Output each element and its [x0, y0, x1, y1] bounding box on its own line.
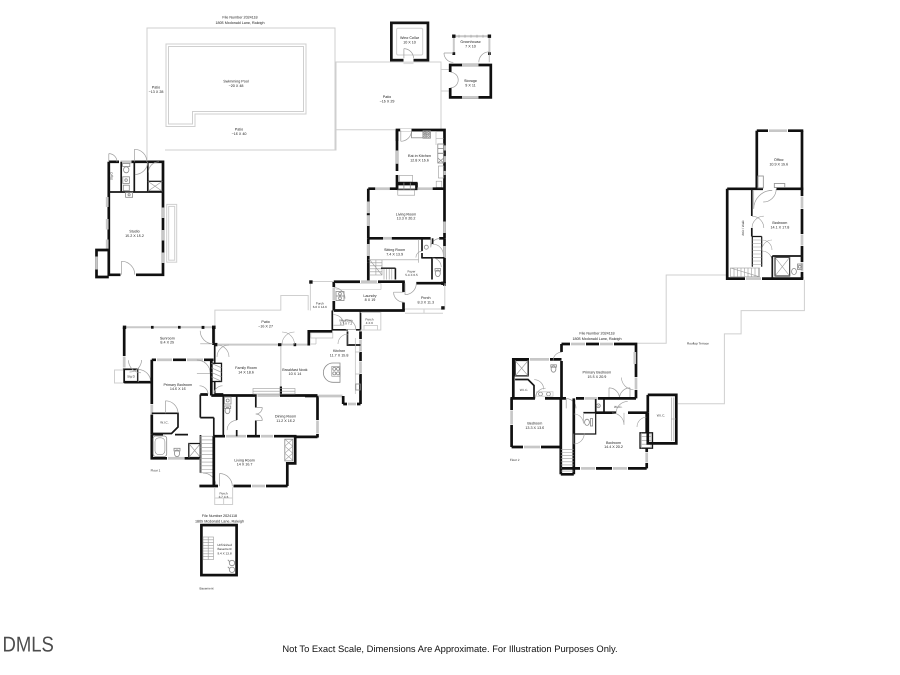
- svg-text:Dining Room: Dining Room: [275, 415, 296, 419]
- svg-text:Wine Cellar: Wine Cellar: [400, 36, 420, 40]
- svg-text:Breakfast Nook: Breakfast Nook: [282, 368, 307, 372]
- svg-text:6.6 X 14.6: 6.6 X 14.6: [313, 305, 327, 309]
- svg-text:Stg D: Stg D: [127, 375, 136, 379]
- svg-text:14.1 X 17.8: 14.1 X 17.8: [770, 225, 789, 229]
- svg-text:14.6 X 16: 14.6 X 16: [170, 387, 186, 391]
- svg-text:14.4 X 20.2: 14.4 X 20.2: [604, 445, 623, 449]
- svg-text:1805 Mcdonald Lane, Raleigh: 1805 Mcdonald Lane, Raleigh: [573, 337, 622, 341]
- svg-text:Bedroom: Bedroom: [772, 221, 787, 225]
- svg-text:Bedroom: Bedroom: [606, 441, 621, 445]
- svg-text:Sunroom: Sunroom: [160, 336, 175, 340]
- svg-text:Bedroom: Bedroom: [527, 422, 542, 426]
- svg-text:Basement: Basement: [218, 547, 232, 551]
- svg-text:Primary Bedroom: Primary Bedroom: [583, 371, 612, 375]
- svg-text:5.7 X 7.2: 5.7 X 7.2: [340, 322, 353, 326]
- svg-text:Floor 1: Floor 1: [151, 469, 161, 473]
- svg-text:Patio: Patio: [261, 320, 269, 324]
- svg-text:Foyer: Foyer: [408, 270, 416, 274]
- svg-text:15.5 X 20.9: 15.5 X 20.9: [587, 375, 606, 379]
- svg-text:12.8 X 15.6: 12.8 X 15.6: [410, 158, 429, 162]
- svg-text:11.7 X 15.8: 11.7 X 15.8: [330, 354, 349, 358]
- svg-text:Primary Bedroom: Primary Bedroom: [163, 383, 192, 387]
- svg-text:Patio: Patio: [235, 128, 243, 132]
- svg-text:14 X 16.7: 14 X 16.7: [237, 463, 253, 467]
- svg-text:5.4 X 6.5: 5.4 X 6.5: [405, 273, 418, 277]
- svg-text:Greenhouse: Greenhouse: [460, 40, 480, 44]
- svg-text:~16 X 40: ~16 X 40: [232, 132, 247, 136]
- svg-text:Unfinished: Unfinished: [217, 543, 232, 547]
- svg-text:10 X 10: 10 X 10: [403, 40, 416, 44]
- svg-text:Stg O: Stg O: [110, 171, 114, 180]
- svg-text:~16 X 27: ~16 X 27: [258, 325, 273, 329]
- svg-text:Porch: Porch: [421, 296, 431, 300]
- svg-text:13.3 X 20.2: 13.3 X 20.2: [397, 217, 416, 221]
- svg-text:7 X 10: 7 X 10: [465, 45, 476, 49]
- svg-text:File Number 2024118: File Number 2024118: [222, 15, 257, 19]
- svg-text:10 X 14: 10 X 14: [289, 372, 302, 376]
- svg-text:Porch: Porch: [316, 302, 324, 306]
- svg-text:W.I.C.: W.I.C.: [614, 405, 623, 409]
- svg-text:W.I.C.: W.I.C.: [520, 388, 529, 392]
- svg-text:Attic / Walk: Attic / Walk: [741, 220, 745, 236]
- svg-text:4 X 6: 4 X 6: [366, 321, 374, 325]
- svg-text:File Number 2024118: File Number 2024118: [579, 332, 614, 336]
- svg-text:Swimming Pool: Swimming Pool: [223, 80, 249, 84]
- svg-text:7.4 X 13.9: 7.4 X 13.9: [386, 253, 403, 257]
- svg-text:8.3 X 11.3: 8.3 X 11.3: [418, 300, 435, 304]
- svg-text:Patio: Patio: [383, 95, 391, 99]
- svg-text:Not To Exact Scale, Dimensions: Not To Exact Scale, Dimensions Are Appro…: [282, 643, 617, 654]
- svg-text:DMLS: DMLS: [3, 632, 54, 656]
- svg-text:Patio: Patio: [152, 86, 160, 90]
- svg-text:1805 Mcdonald Lane, Raleigh: 1805 Mcdonald Lane, Raleigh: [195, 520, 244, 524]
- svg-text:W.I.C.: W.I.C.: [160, 421, 169, 425]
- svg-text:Basement: Basement: [200, 587, 214, 591]
- svg-text:Storage: Storage: [464, 79, 477, 83]
- svg-text:14 X 18.6: 14 X 18.6: [238, 371, 254, 375]
- svg-text:Sitting Room: Sitting Room: [384, 248, 405, 252]
- svg-text:8.4 X 25: 8.4 X 25: [160, 341, 174, 345]
- svg-text:8 X 19: 8 X 19: [365, 298, 376, 302]
- svg-text:Laundry: Laundry: [363, 294, 376, 298]
- svg-text:13.3 X 13.6: 13.3 X 13.6: [525, 426, 544, 430]
- svg-text:11.2 X 16.2: 11.2 X 16.2: [276, 419, 295, 423]
- svg-text:Living Room: Living Room: [396, 212, 417, 216]
- svg-text:~20 X 48: ~20 X 48: [229, 84, 244, 88]
- svg-text:Rooftop Terrace: Rooftop Terrace: [687, 342, 709, 346]
- svg-text:Porch: Porch: [219, 491, 227, 495]
- svg-text:9 X 11: 9 X 11: [465, 83, 475, 87]
- svg-text:File Number 2024118: File Number 2024118: [202, 514, 237, 518]
- svg-text:~13 X 28: ~13 X 28: [149, 90, 164, 94]
- svg-text:9.4 X 13.8: 9.4 X 13.8: [217, 551, 231, 555]
- svg-text:10.9 X 15.6: 10.9 X 15.6: [769, 163, 788, 167]
- svg-text:Family Room: Family Room: [235, 366, 257, 370]
- svg-text:Porch: Porch: [365, 318, 373, 322]
- svg-text:15.2 X 15.2: 15.2 X 15.2: [125, 234, 144, 238]
- svg-text:Living Room: Living Room: [234, 458, 255, 462]
- svg-text:Office: Office: [774, 158, 784, 162]
- svg-text:W.I.C.: W.I.C.: [657, 414, 666, 418]
- svg-text:Floor 2: Floor 2: [510, 458, 520, 462]
- svg-text:3.7 X 6: 3.7 X 6: [219, 495, 229, 499]
- svg-text:Eat-in Kitchen: Eat-in Kitchen: [408, 154, 431, 158]
- svg-text:~15 X 29: ~15 X 29: [380, 99, 395, 103]
- svg-text:Kitchen: Kitchen: [333, 349, 345, 353]
- svg-text:Studio: Studio: [129, 230, 139, 234]
- svg-text:1805 Mcdonald Lane, Raleigh: 1805 Mcdonald Lane, Raleigh: [216, 21, 265, 25]
- svg-text:Mudroom: Mudroom: [339, 318, 352, 322]
